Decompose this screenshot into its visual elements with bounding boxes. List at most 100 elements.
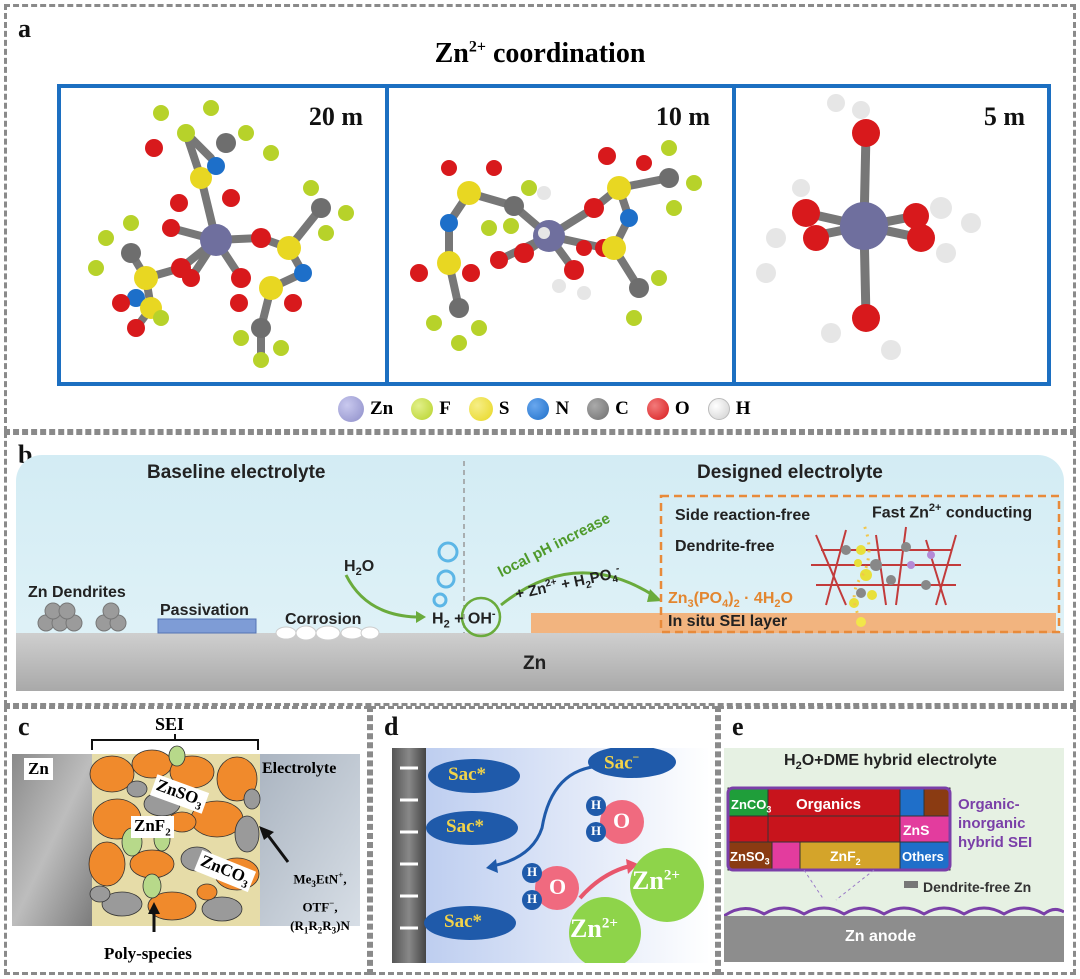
electrolyte-label: Electrolyte <box>262 760 337 777</box>
molality-label-20m: 20 m <box>308 102 363 131</box>
molecule-20m-structure <box>88 100 354 368</box>
sac-star-label-1: Sac* <box>448 764 486 785</box>
zoom-line-left <box>803 869 825 901</box>
electrode-ticks <box>400 766 418 930</box>
fast-conducting-label: Fast Zn2+ conducting <box>872 502 1033 522</box>
water-h-2b <box>522 890 542 910</box>
o-ball-icon <box>646 398 669 420</box>
zn-ion-1 <box>630 848 704 922</box>
zn-substrate <box>16 633 1064 691</box>
poly-species-label: Poly-species <box>104 944 192 963</box>
o-label-1: O <box>613 808 631 833</box>
molecule-box-20m: 20 m <box>57 84 389 386</box>
panel-a <box>4 4 1076 432</box>
sac-star-label-3: Sac* <box>444 911 482 932</box>
zn-ion-label-1: Zn2+ <box>632 866 680 895</box>
panel-d-label: d <box>384 712 399 741</box>
sac-arrow <box>491 764 603 868</box>
panel-a-label: a <box>18 14 31 43</box>
sei-title: SEI <box>155 714 185 734</box>
molecule-5m-structure <box>756 94 981 360</box>
passivation-layer <box>157 618 257 634</box>
h-label-2a: H <box>527 864 538 879</box>
panel-c-scene <box>12 734 360 932</box>
zn-ball-icon <box>338 396 364 422</box>
water-h-1a <box>586 796 606 816</box>
legend-item-h: H <box>707 398 750 420</box>
znco3-block-label: ZnCO3 <box>731 797 772 815</box>
zn-anode-label: Zn anode <box>845 928 917 945</box>
zn-substrate-label: Zn <box>523 653 547 674</box>
sac-star-ellipse-3 <box>424 906 516 940</box>
designed-box <box>659 494 1061 634</box>
panel-d <box>370 706 718 975</box>
zn-ion-label-2: Zn2+ <box>570 914 618 943</box>
zoom-line-right <box>835 869 875 901</box>
dendrite-free-label: Dendrite-free <box>675 538 775 555</box>
water-o-2 <box>535 866 579 910</box>
zn-ion-2 <box>569 897 641 963</box>
zns-block-label: ZnS <box>903 822 930 838</box>
panel-d-scene <box>392 748 710 963</box>
n-ball-icon <box>527 398 550 420</box>
dendrite-free-legend-swatch <box>904 881 918 888</box>
legend-item-n: N <box>527 398 569 420</box>
h-label-2b: H <box>527 891 538 906</box>
h2o-arrow <box>344 574 417 619</box>
sac-arrow-head <box>486 859 498 873</box>
hybrid-electrolyte-title: H2O+DME hybrid electrolyte <box>784 752 997 773</box>
baseline-label: Baseline electrolyte <box>147 462 326 483</box>
zn-sem-image <box>12 754 94 926</box>
legend-item-o: O <box>646 398 690 420</box>
molality-label-5m: 5 m <box>983 102 1025 131</box>
water-h-2a <box>522 863 542 883</box>
h-label-1a: H <box>591 797 602 812</box>
phosphate-crystal <box>811 526 961 608</box>
panel-c-label: c <box>18 712 30 741</box>
zn-label: Zn <box>24 758 53 780</box>
organics-block-label: Organics <box>796 796 862 813</box>
o-label-2: O <box>549 874 567 899</box>
species-arrow <box>265 833 290 863</box>
panel-c <box>4 706 370 975</box>
h2o-label: H2O <box>344 558 375 579</box>
reaction-products-label: H2 + OH- <box>432 608 496 631</box>
panel-e-label: e <box>732 712 744 741</box>
water-arrow <box>578 864 631 900</box>
others-block-label: Others <box>902 849 944 864</box>
water-o-1 <box>600 800 644 844</box>
zn-dendrites-label: Zn Dendrites <box>28 584 126 601</box>
znf2-block-label: ZnF2 <box>830 848 861 867</box>
water-arrow-head <box>626 859 638 874</box>
zn-dendrites <box>37 602 127 632</box>
h-label-1b: H <box>591 823 602 838</box>
molality-label-10m: 10 m <box>655 102 710 131</box>
sei-block-border <box>726 786 952 872</box>
legend-item-c: C <box>587 398 629 420</box>
corrosion-pits <box>275 625 380 641</box>
oh-circle <box>460 596 502 638</box>
h2o-arrow-head <box>416 611 426 623</box>
electrolyte-sem-image <box>258 754 360 926</box>
legend-item-f: F <box>411 398 451 420</box>
molecule-10m-structure <box>410 140 702 351</box>
sac-minus-ellipse <box>588 748 676 778</box>
designed-label: Designed electrolyte <box>697 462 883 483</box>
sac-star-label-2: Sac* <box>446 816 484 837</box>
sac-star-ellipse-2 <box>426 811 518 845</box>
sei-composition-block <box>727 787 951 871</box>
zn-anode <box>724 916 1064 962</box>
h-ball-icon <box>707 398 730 420</box>
h2-bubbles <box>432 541 459 608</box>
panel-a-title: Zn2+ coordination <box>434 38 646 69</box>
sac-minus-label: Sac− <box>604 750 640 774</box>
poly-arrow-head <box>148 902 160 914</box>
znf2-label: ZnF2 <box>131 816 174 839</box>
zn-electrode <box>392 748 426 963</box>
element-legend: Zn F S N C O H <box>338 396 758 422</box>
panel-b-scene <box>16 455 1064 691</box>
molecule-box-10m: 10 m <box>385 84 736 386</box>
panel-b <box>4 432 1076 706</box>
sei-particles <box>88 745 261 922</box>
zn-anode-surface <box>724 906 1064 918</box>
